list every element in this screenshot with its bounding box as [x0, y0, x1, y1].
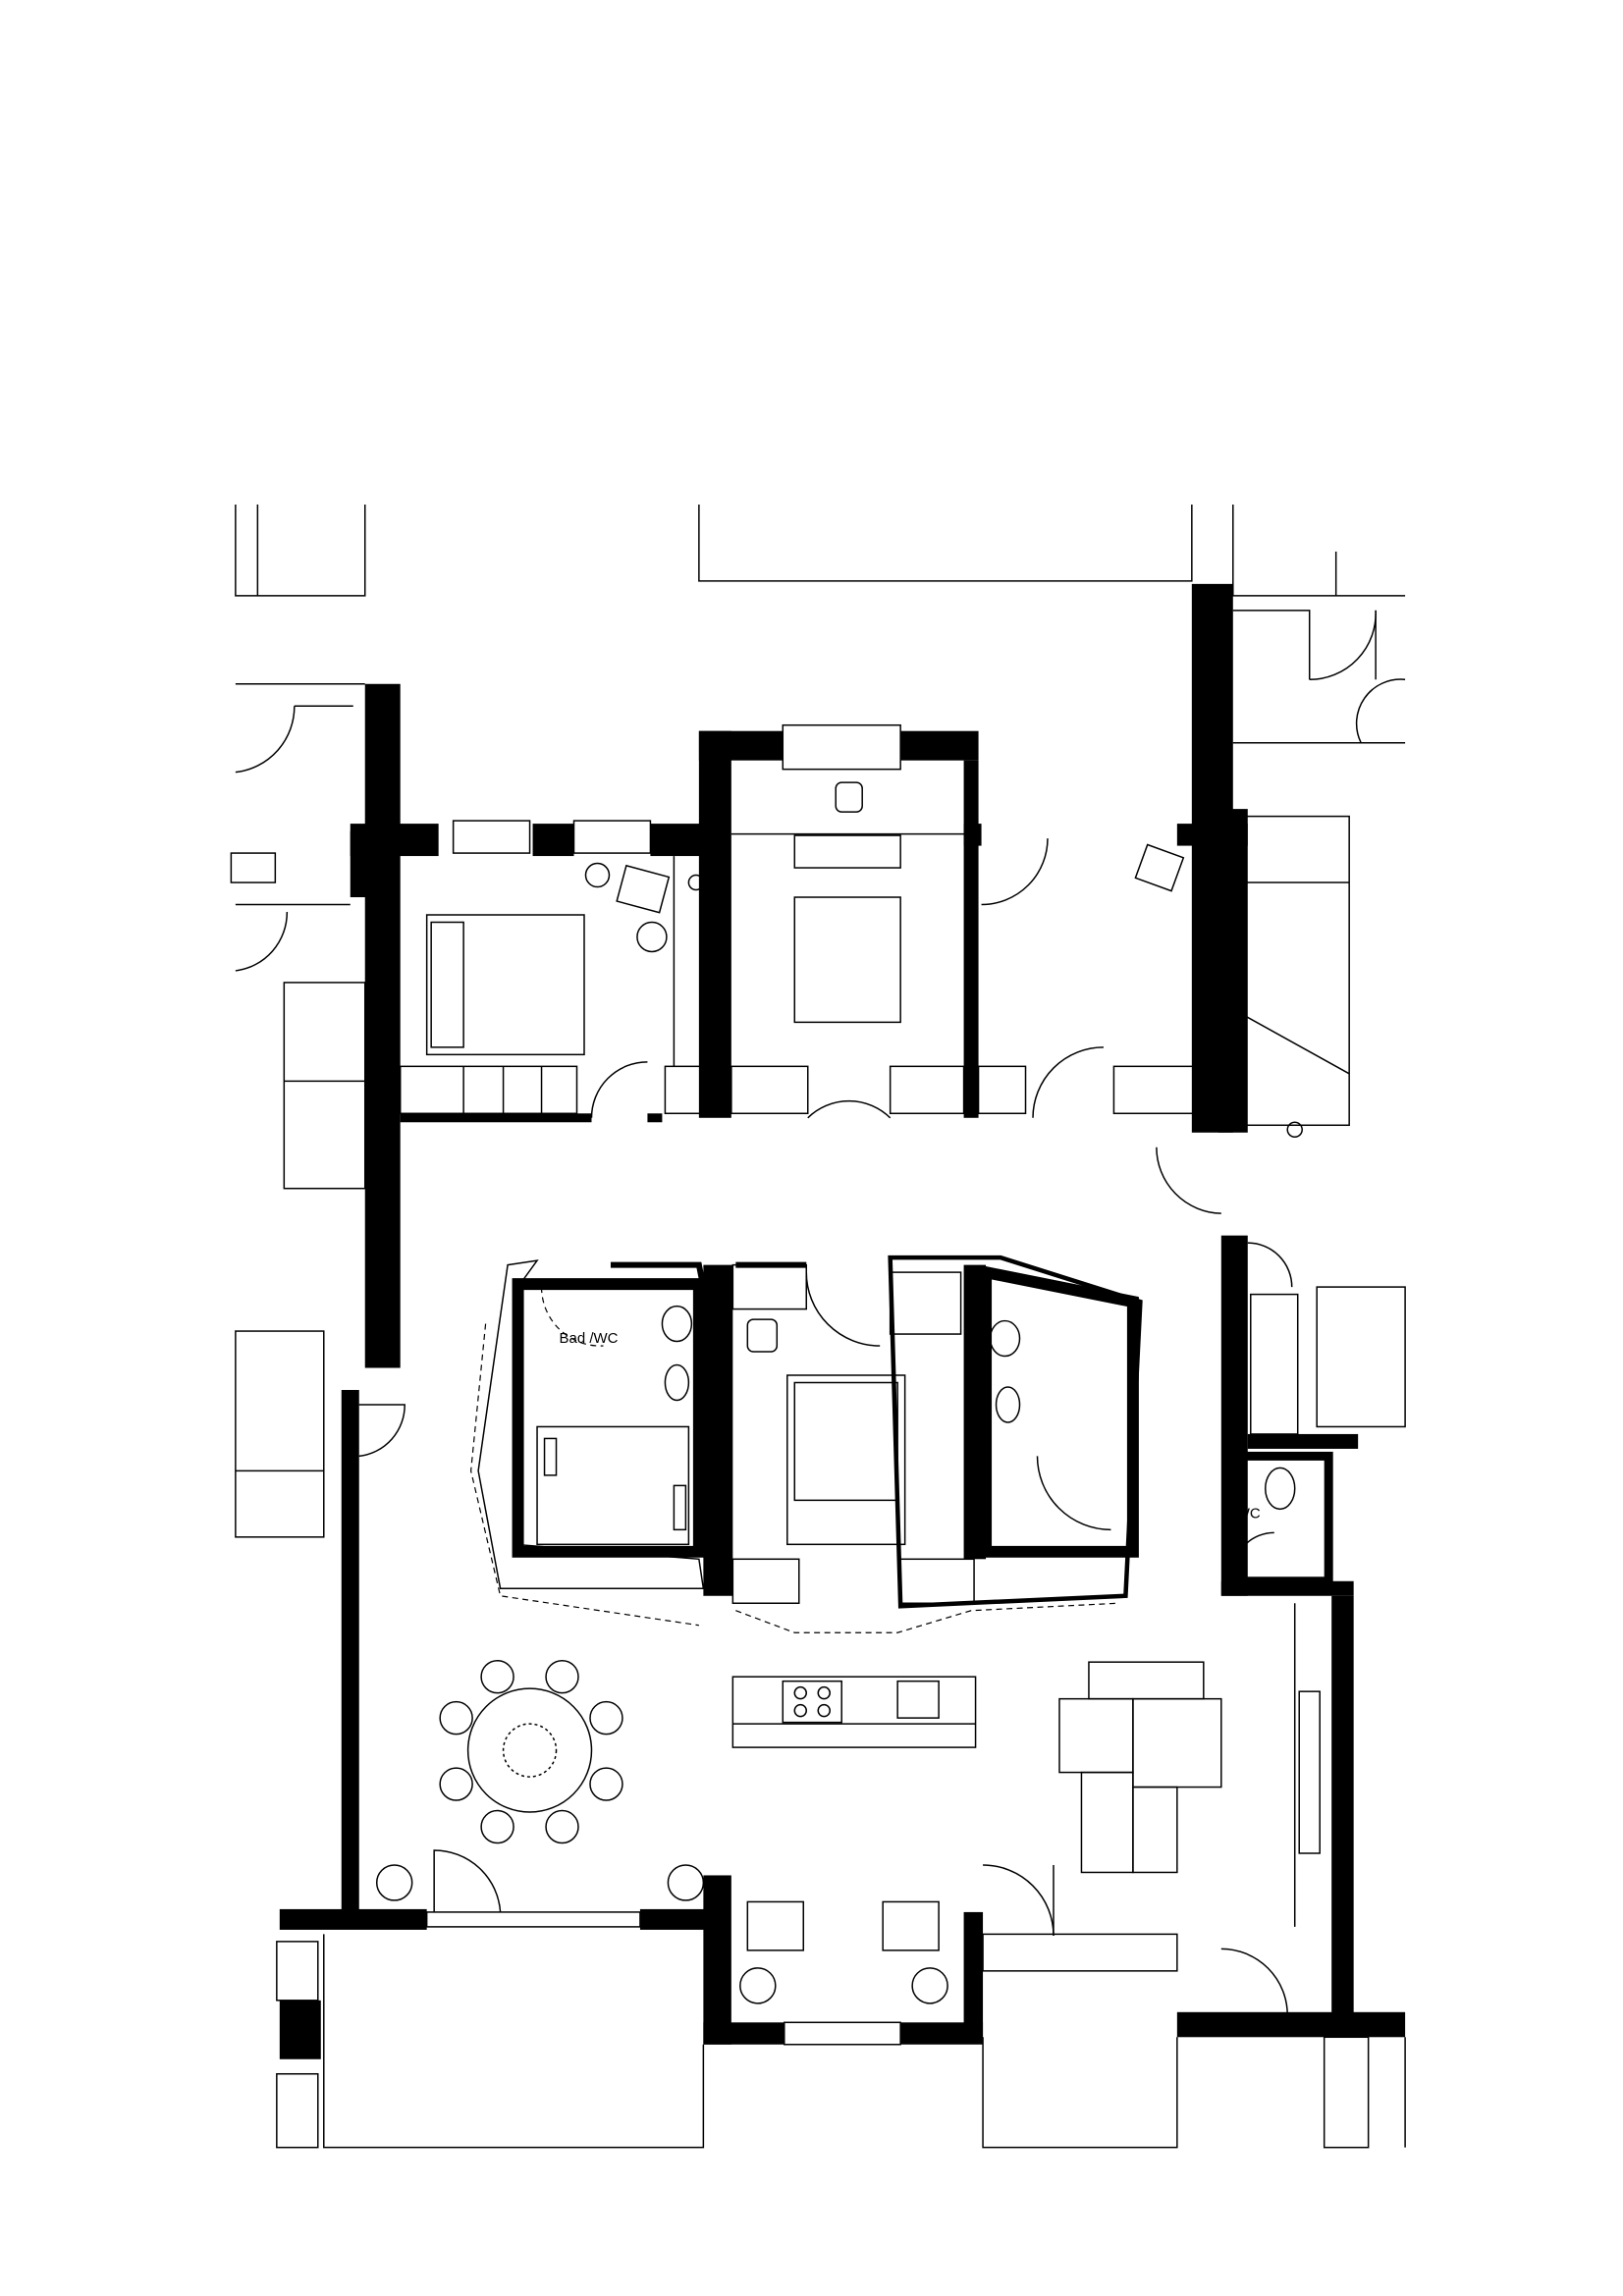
- walls: [279, 583, 1406, 2059]
- central-pod: Bad /WC: [470, 1255, 1143, 1633]
- wc-room: WC: [1228, 1451, 1333, 1586]
- bedroom-1: [399, 856, 718, 1118]
- bedroom-2: [730, 781, 965, 1119]
- room-label-wc: WC: [1236, 1505, 1261, 1522]
- bedroom-3: [977, 838, 1222, 1118]
- living-area: [358, 1147, 1293, 2004]
- windows: [425, 723, 901, 2046]
- context-lines: [230, 504, 1406, 2149]
- room-label-bathroom: Bad /WC: [560, 1330, 619, 1347]
